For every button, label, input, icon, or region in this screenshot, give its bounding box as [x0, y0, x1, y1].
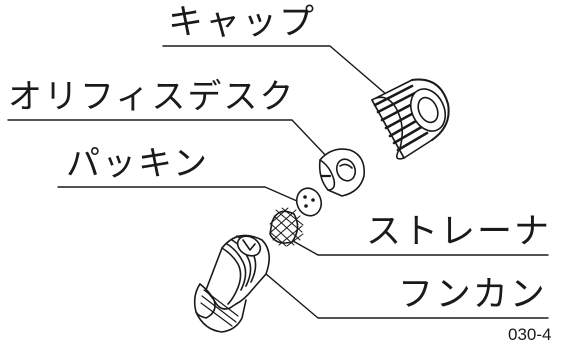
label-body: フンカン	[398, 275, 547, 315]
leader-lines	[7, 45, 549, 319]
leader-cap	[162, 45, 388, 96]
packing-part-drawing	[295, 187, 323, 217]
leader-orifice-disc	[7, 119, 331, 161]
leader-body	[252, 262, 549, 319]
leader-packing	[57, 186, 298, 202]
strainer-part-drawing	[269, 207, 304, 247]
label-strainer: ストレーナ	[366, 212, 552, 252]
nozzle-body-part-drawing	[193, 234, 270, 333]
figure-code: 030-4	[508, 325, 552, 344]
leader-strainer	[292, 240, 549, 256]
label-orifice-disc: オリフィスデスク	[8, 77, 296, 117]
cap-part-drawing	[371, 78, 450, 160]
label-packing: パッキン	[66, 144, 209, 184]
label-cap: キャップ	[168, 3, 317, 43]
orifice-disc-part-drawing	[318, 148, 366, 197]
